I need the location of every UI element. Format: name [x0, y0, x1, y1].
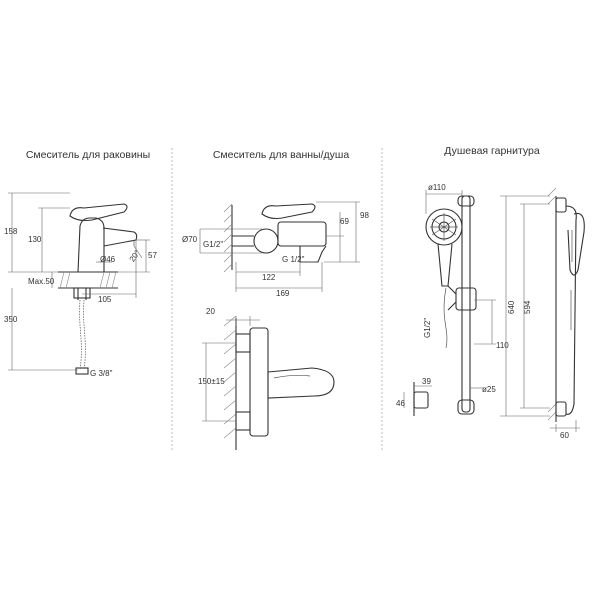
dim-130: 130: [28, 235, 42, 244]
dim-57: 57: [148, 251, 157, 260]
bath-mixer-panel: Смеситель для ванны/душа 98: [182, 149, 369, 450]
dim-69: 69: [340, 217, 349, 226]
shower-hose: G1/2": [423, 287, 448, 349]
dim-350: 350: [4, 315, 18, 324]
shower-height-dimensions: 640 594 60: [500, 195, 580, 440]
shower-slide-rail: 110 ø25: [447, 195, 509, 415]
dim-angle: 20°: [128, 248, 142, 263]
basin-mixer-body: [69, 203, 138, 375]
shower-side-view: [547, 187, 585, 422]
dim-122: 122: [262, 273, 276, 282]
shower-wall-bracket: 39 46: [396, 377, 432, 416]
dim-g12-outlet: G 1/2": [282, 255, 305, 264]
dim-d46: Ø46: [100, 255, 116, 264]
basin-mixer-panel: Смеситель для раковины: [4, 149, 157, 378]
bath-wall-top: [223, 203, 233, 273]
dim-d70: Ø70: [182, 235, 198, 244]
dim-60: 60: [560, 431, 569, 440]
basin-dimensions: 158 130 Ø46 57 20° Max.50 105 350 G 3/8": [4, 192, 157, 378]
dim-98: 98: [360, 211, 369, 220]
dim-169: 169: [276, 289, 290, 298]
dim-g12-inlet: G1/2": [203, 240, 223, 249]
bath-wall-bottom: [223, 315, 237, 450]
dim-thread: G 3/8": [90, 369, 113, 378]
bath-mixer-top-view: [232, 203, 327, 263]
dim-max50: Max.50: [28, 277, 55, 286]
dim-d25: ø25: [482, 385, 496, 394]
dim-39: 39: [422, 377, 431, 386]
shower-set-panel: Душевая гарнитура ø110 110 ø2: [396, 145, 585, 440]
dim-20: 20: [206, 307, 215, 316]
basin-countertop: [58, 271, 118, 289]
bath-mixer-front-view: [235, 327, 335, 437]
shower-head-front: ø110: [425, 183, 463, 287]
dim-46: 46: [396, 399, 405, 408]
bath-top-dimensions: 98 69 Ø70 G1/2" G 1/2" 122 169: [182, 201, 369, 298]
shower-title: Душевая гарнитура: [444, 145, 540, 157]
dim-g12: G1/2": [423, 318, 432, 338]
dim-158: 158: [4, 227, 18, 236]
bath-front-dimensions: 20 150±15: [198, 307, 260, 422]
dim-d110: ø110: [428, 183, 446, 192]
dim-110: 110: [496, 341, 509, 350]
dim-150: 150±15: [198, 377, 225, 386]
bath-title: Смеситель для ванны/душа: [213, 149, 349, 161]
dim-105: 105: [98, 295, 112, 304]
dim-594: 594: [523, 300, 532, 314]
basin-title: Смеситель для раковины: [26, 149, 150, 161]
dim-640: 640: [507, 300, 516, 314]
